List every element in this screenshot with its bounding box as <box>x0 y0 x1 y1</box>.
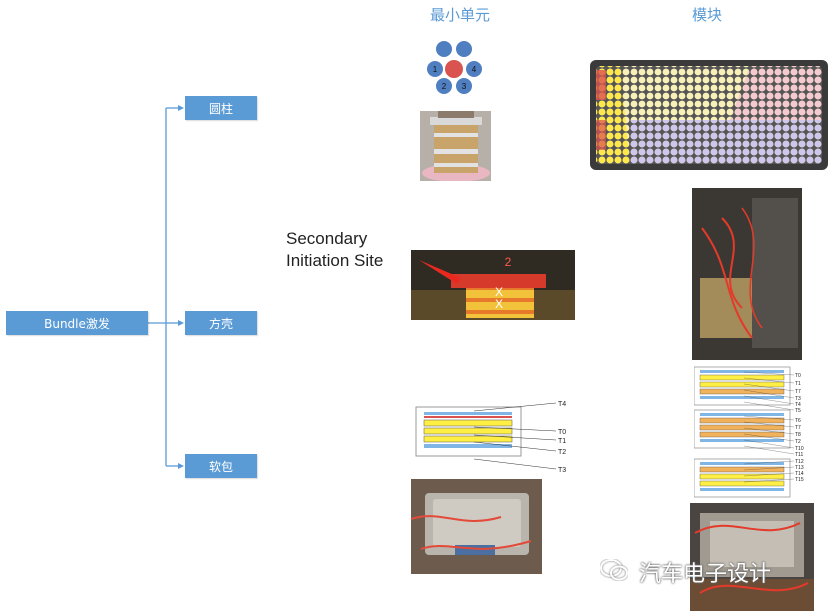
pouch-module-label: T7 <box>795 425 801 431</box>
pouch-module-label: T4 <box>795 402 801 408</box>
cylinder-number: 4 <box>472 65 477 74</box>
wechat-icon <box>600 559 628 587</box>
prismatic-module-photo <box>692 188 802 360</box>
cylinder-number: 2 <box>442 82 447 91</box>
pouch-module-label: T3 <box>795 396 801 402</box>
pouch-module-label: T14 <box>795 471 804 477</box>
cylindrical-module-diagram <box>590 60 828 170</box>
prismatic-cell-photo: 2 X X <box>411 250 575 320</box>
pouch-module-label: T5 <box>795 408 801 414</box>
watermark-text: 汽车电子设计 <box>639 562 772 587</box>
photo-marker: 2 <box>505 255 512 269</box>
pouch-cell-label: T2 <box>558 449 566 456</box>
cylinder-number: 1 <box>433 65 438 74</box>
pouch-cell-photo <box>411 479 542 574</box>
pouch-module-label: T10 <box>795 446 804 452</box>
root-node-bundle[interactable]: Bundle激发 <box>6 311 148 335</box>
pouch-cell-schematic: T4 T0 T1 T2 T3 <box>415 401 566 474</box>
pouch-cell-label: T1 <box>558 438 566 445</box>
pouch-module-label: T12 <box>795 459 804 465</box>
cylinder-cluster-diagram: 1 2 3 4 <box>427 41 482 94</box>
node-prismatic[interactable]: 方壳 <box>185 311 257 335</box>
watermark: 汽车电子设计 <box>600 556 771 588</box>
node-pouch[interactable]: 软包 <box>185 454 257 478</box>
secondary-label-line2: Initiation Site <box>286 251 384 270</box>
pouch-module-photo <box>690 503 814 611</box>
pouch-module-label: T8 <box>795 432 801 438</box>
pouch-module-label: T15 <box>795 477 804 483</box>
cylinder-number: 3 <box>462 82 467 91</box>
pouch-module-label: T2 <box>795 439 801 445</box>
pouch-module-label: T1 <box>795 381 801 387</box>
unit-column-title: 最小单元 <box>430 6 491 24</box>
pouch-cell-label: T0 <box>558 429 566 436</box>
photo-marker: X <box>495 285 503 299</box>
photo-marker: X <box>495 297 503 311</box>
node-cylindrical[interactable]: 圆柱 <box>185 96 257 120</box>
pouch-module-label: T6 <box>795 418 801 424</box>
pouch-cell-label: T3 <box>558 467 566 474</box>
pouch-module-label: T13 <box>795 465 804 471</box>
pouch-module-label: T7 <box>795 389 801 395</box>
pouch-module-schematic: T0 T1 T7 T3 T4 T5 T6 T7 T8 T2 T10 T11 T1… <box>694 366 804 498</box>
pouch-module-label: T11 <box>795 452 803 458</box>
secondary-label-line1: Secondary <box>286 229 368 248</box>
pouch-module-label: T0 <box>795 373 801 379</box>
cylinder-bundle-photo <box>420 111 491 181</box>
pouch-cell-label: T4 <box>558 401 566 408</box>
secondary-initiation-label: Secondary Initiation Site <box>286 228 383 272</box>
module-column-title: 模块 <box>692 6 723 24</box>
